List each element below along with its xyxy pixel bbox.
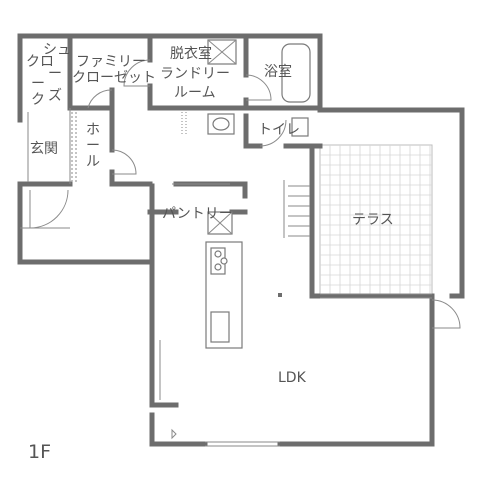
- toilet-fixture: [291, 117, 309, 137]
- label-hall-3: ル: [86, 154, 100, 170]
- label-dressing-1: 脱衣室: [170, 45, 212, 62]
- partitions: [20, 108, 432, 447]
- label-shoes-cloak-6: ク: [31, 92, 45, 108]
- label-hall-1: ホ: [86, 122, 100, 138]
- stairs: [283, 180, 310, 238]
- label-shoes-cloak-5: ズ: [48, 88, 62, 104]
- label-dressing-3: ルーム: [174, 85, 216, 101]
- label-pantry: パントリー: [162, 206, 233, 222]
- fixtures: [171, 39, 311, 440]
- doors: [29, 59, 461, 329]
- terrace-area: [319, 144, 433, 296]
- floor-label: 1F: [28, 441, 51, 463]
- label-hall-2: ー: [86, 138, 100, 154]
- walls: [17, 33, 465, 447]
- label-shoes-cloak-3: ー: [48, 66, 62, 82]
- label-dressing-2: ランドリー: [160, 66, 230, 82]
- label-entrance: 玄関: [30, 140, 58, 157]
- room-labels: シュ クロ ー ー ズ ク ファミリー クローゼット 脱衣室 ランドリー ルーム…: [26, 42, 394, 386]
- label-toilet: トイレ: [258, 122, 300, 138]
- label-shoes-cloak-1: シュ: [43, 42, 71, 58]
- bathtub-fixture: [281, 43, 311, 103]
- label-shoes-cloak-2: クロ: [26, 54, 54, 70]
- label-family-closet-1: ファミリー: [76, 54, 146, 70]
- label-shoes-cloak-4: ー: [31, 76, 45, 92]
- label-terrace: テラス: [352, 212, 394, 228]
- label-ldk: LDK: [278, 370, 307, 386]
- label-bath: 浴室: [264, 63, 292, 80]
- label-family-closet-2: クローゼット: [72, 70, 156, 86]
